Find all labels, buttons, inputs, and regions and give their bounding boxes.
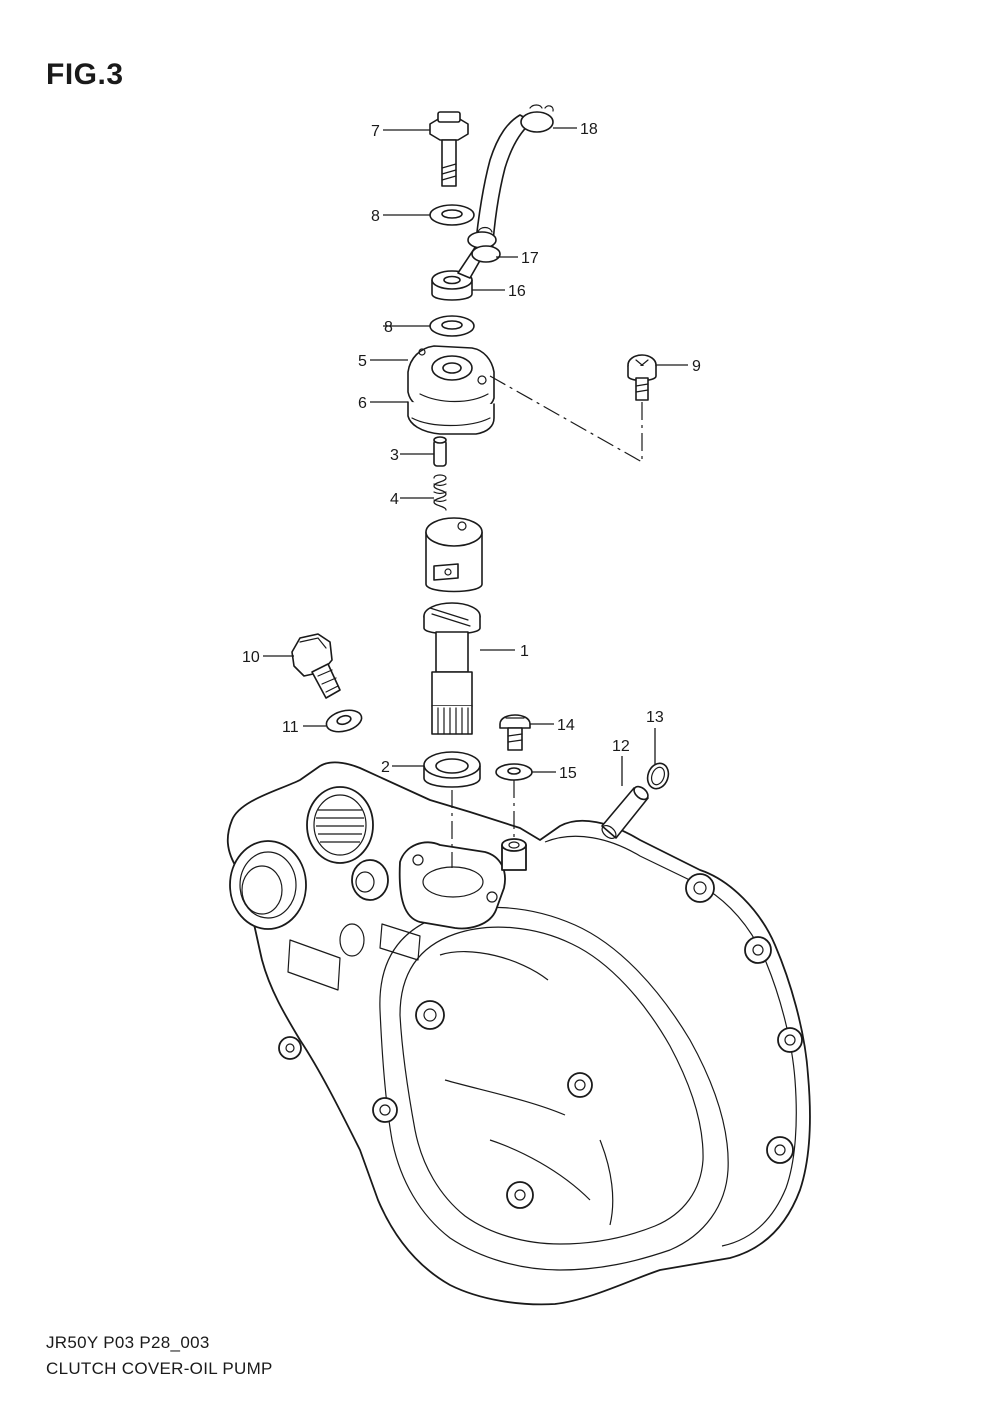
callout-leaders [263, 127, 688, 786]
part-11-washer [325, 709, 363, 733]
diagram-caption: CLUTCH COVER-OIL PUMP [46, 1359, 273, 1378]
callout-10: 10 [242, 649, 260, 666]
callout-5: 5 [358, 353, 367, 370]
callout-8-lower: 8 [384, 319, 393, 336]
part-7-banjo-bolt [429, 111, 469, 187]
part-18-oil-hose [474, 104, 554, 256]
part-10-drain-bolt [291, 633, 341, 699]
part-4-spring [433, 474, 447, 511]
part-5-pump-cover [407, 345, 495, 411]
part-6-pump-gasket [407, 401, 495, 435]
part-8-washer-upper [429, 204, 475, 226]
part-12-dowel [601, 785, 649, 840]
callout-12: 12 [612, 738, 630, 755]
callout-11: 11 [282, 719, 299, 736]
callout-6: 6 [358, 395, 367, 412]
assembly-line-screw-9 [489, 375, 643, 464]
clutch-cover-housing [226, 761, 811, 1306]
figure-footer: JR50Y P03 P28_003 CLUTCH COVER-OIL PUMP [46, 1330, 273, 1382]
callout-8-upper: 8 [371, 208, 380, 225]
part-14-screw [499, 714, 531, 751]
part-3-pin [433, 436, 447, 467]
part-17-hose-clip [467, 226, 501, 263]
callout-4: 4 [390, 491, 399, 508]
part-13-o-ring [646, 762, 670, 790]
callout-16: 16 [508, 283, 526, 300]
part-9-screw [627, 354, 657, 401]
callout-3: 3 [390, 447, 399, 464]
part-1-pump-shaft [423, 602, 481, 735]
part-15-washer [495, 763, 533, 781]
pump-plunger [425, 517, 483, 593]
callout-15: 15 [559, 765, 577, 782]
diagram-code: JR50Y P03 P28_003 [46, 1333, 210, 1352]
callout-7: 7 [371, 123, 380, 140]
callout-14: 14 [557, 717, 575, 734]
part-2-oil-seal [423, 751, 481, 788]
callout-2: 2 [381, 759, 390, 776]
callout-18: 18 [580, 121, 598, 138]
callout-1: 1 [520, 643, 529, 660]
figure-title: FIG.3 [46, 58, 124, 91]
callout-13: 13 [646, 709, 664, 726]
callout-9: 9 [692, 358, 701, 375]
callout-17: 17 [521, 250, 539, 267]
part-8-washer-lower [429, 315, 475, 337]
